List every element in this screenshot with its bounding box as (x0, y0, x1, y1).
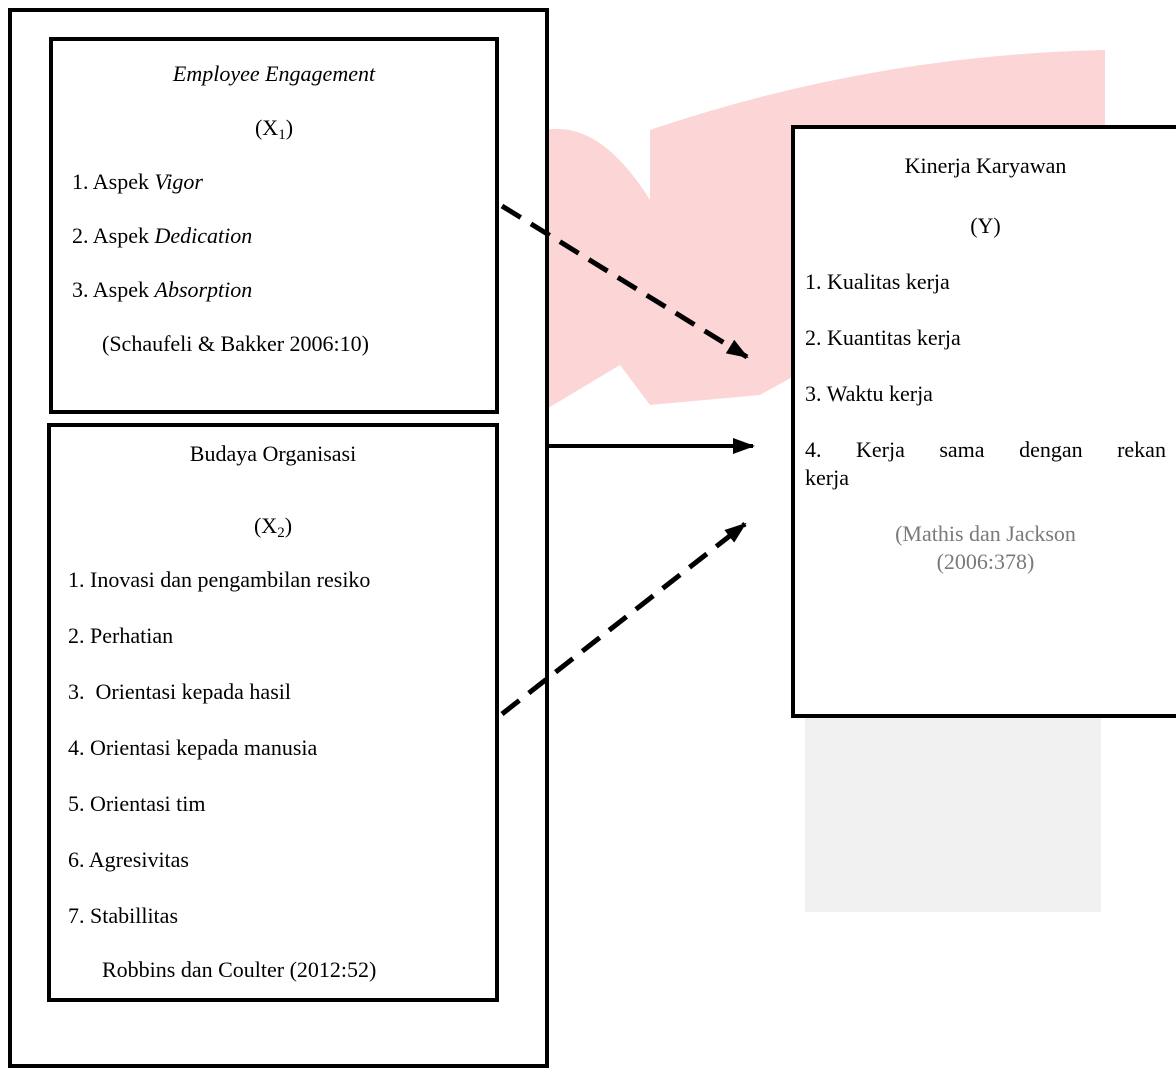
y-variable-label: (Y) (970, 213, 1001, 238)
x1-citation: (Schaufeli & Bakker 2006:10) (102, 331, 369, 356)
x2-item-2: 2. Perhatian (68, 623, 174, 648)
x2-item-1: 1. Inovasi dan pengambilan resiko (68, 567, 371, 592)
employee-engagement-box: Employee Engagement (X1) 1. Aspek Vigor … (49, 37, 499, 414)
y-item-4-line-1: 4. Kerja sama dengan rekan (805, 437, 1166, 462)
x2-variable-label: (X2) (253, 513, 293, 541)
arrow-x1-to-y (500, 203, 749, 360)
y-citation-line-2: (2006:378) (936, 549, 1035, 574)
x2-item-3: 3. Orientasi kepada hasil (68, 679, 291, 704)
arrow-x2-to-y (500, 522, 747, 716)
y-item-1: 1. Kualitas kerja (805, 269, 950, 294)
budaya-organisasi-box: Budaya Organisasi (X2) 1. Inovasi dan pe… (47, 423, 499, 1002)
x2-item-6: 6. Agresivitas (68, 847, 189, 872)
x2-item-7: 7. Stabillitas (68, 903, 178, 928)
x2-item-4: 4. Orientasi kepada manusia (68, 735, 318, 760)
watermark-gray-shape (805, 690, 1101, 912)
y-item-2: 2. Kuantitas kerja (805, 325, 961, 350)
x1-item-vigor: 1. Aspek Vigor (72, 169, 203, 194)
kinerja-karyawan-box: Kinerja Karyawan (Y) 1. Kualitas kerja 2… (791, 125, 1176, 718)
x1-item-dedication: 2. Aspek Dedication (72, 223, 253, 248)
x1-item-absorption: 3. Aspek Absorption (72, 277, 253, 302)
y-item-4-line-2: kerja (805, 465, 849, 490)
x2-title: Budaya Organisasi (189, 441, 357, 466)
x1-variable-label: (X1) (254, 115, 294, 143)
x2-item-5: 5. Orientasi tim (68, 791, 206, 816)
y-item-3: 3. Waktu kerja (805, 381, 933, 406)
x1-title: Employee Engagement (172, 61, 376, 86)
y-title: Kinerja Karyawan (904, 153, 1067, 178)
x2-citation: Robbins dan Coulter (2012:52) (102, 957, 377, 982)
y-citation-line-1: (Mathis dan Jackson (895, 521, 1076, 546)
